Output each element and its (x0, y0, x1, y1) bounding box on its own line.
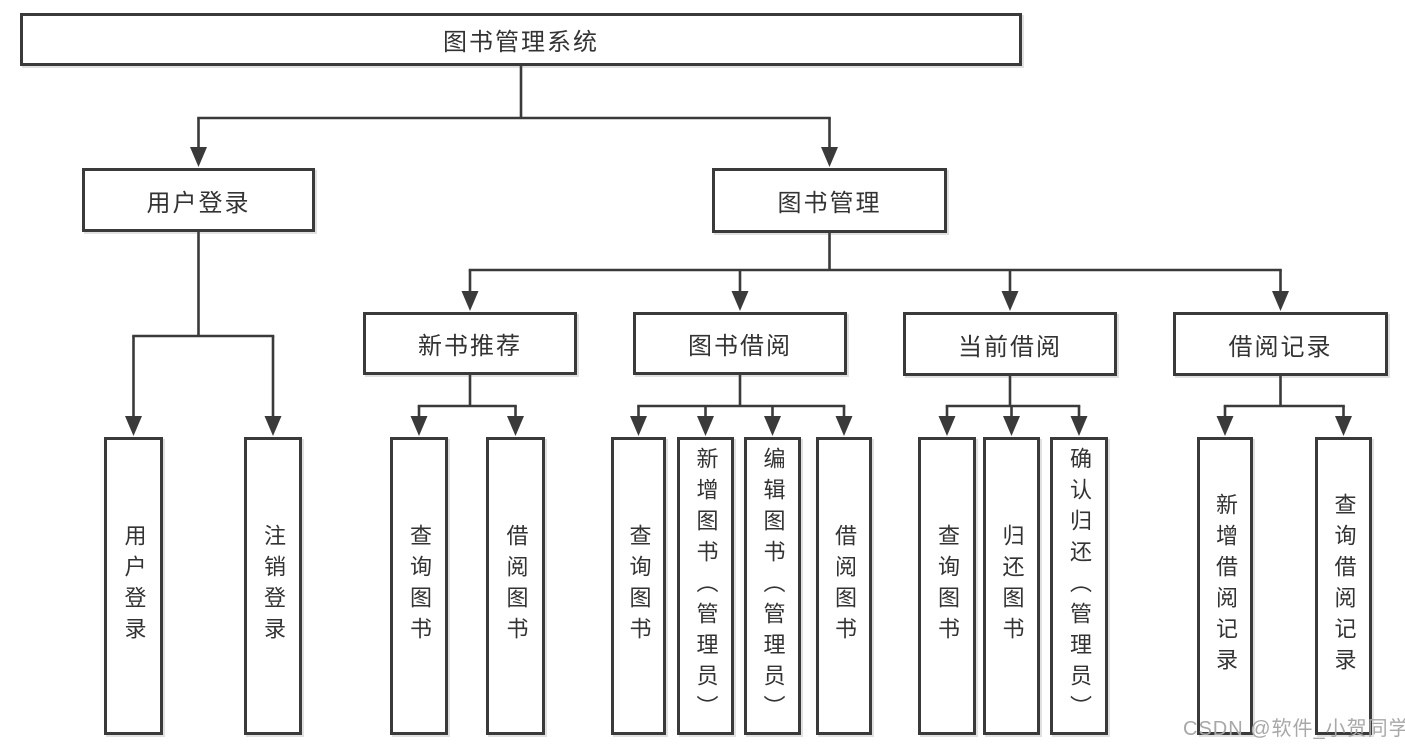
node-bb-query: 查询图书 (611, 437, 666, 735)
node-label: 查询借阅记录 (1331, 493, 1357, 679)
node-label: 查询图书 (935, 524, 960, 648)
node-ul-logout: 注销登录 (244, 437, 302, 735)
node-label: 新增图书（管理员） (693, 446, 719, 726)
node-label: 查询图书 (626, 524, 652, 648)
node-book-borrow: 图书借阅 (633, 312, 847, 375)
node-root: 图书管理系统 (20, 13, 1022, 66)
node-label: 用户登录 (146, 189, 251, 217)
node-bb-edit: 编辑图书（管理员） (744, 437, 801, 735)
node-user-login: 用户登录 (82, 168, 315, 232)
node-label: 借阅图书 (832, 524, 857, 648)
node-current-borrow: 当前借阅 (903, 312, 1117, 376)
node-book-mgmt: 图书管理 (712, 168, 947, 233)
node-label: 查询图书 (407, 524, 432, 648)
node-cb-return: 归还图书 (983, 437, 1040, 735)
node-bb-borrow: 借阅图书 (816, 437, 872, 735)
node-nb-borrow: 借阅图书 (486, 437, 545, 735)
node-label: 当前借阅 (958, 333, 1062, 361)
node-label: 图书管理 (777, 190, 882, 217)
node-br-add: 新增借阅记录 (1197, 437, 1253, 735)
node-label: 编辑图书（管理员） (760, 446, 786, 726)
node-ul-login: 用户登录 (104, 437, 163, 735)
node-label: 注销登录 (261, 524, 286, 648)
node-nb-query: 查询图书 (390, 437, 448, 735)
node-br-query: 查询借阅记录 (1315, 437, 1372, 735)
watermark: CSDN @软件_小贺同学 (1183, 718, 1405, 740)
node-label: 借阅图书 (503, 524, 529, 648)
node-new-book: 新书推荐 (363, 312, 577, 375)
node-label: 用户登录 (121, 524, 147, 648)
node-label: 图书管理系统 (443, 29, 599, 56)
node-label: 借阅记录 (1228, 333, 1333, 361)
node-label: 新增借阅记录 (1213, 493, 1238, 679)
node-label: 归还图书 (999, 524, 1025, 648)
node-borrow-record: 借阅记录 (1173, 312, 1388, 376)
node-label: 确认归还（管理员） (1067, 446, 1092, 726)
node-bb-add: 新增图书（管理员） (677, 437, 734, 735)
node-label: 图书借阅 (688, 333, 792, 360)
node-cb-confirm: 确认归还（管理员） (1050, 437, 1108, 735)
node-cb-query: 查询图书 (918, 437, 976, 735)
node-label: 新书推荐 (418, 333, 522, 360)
